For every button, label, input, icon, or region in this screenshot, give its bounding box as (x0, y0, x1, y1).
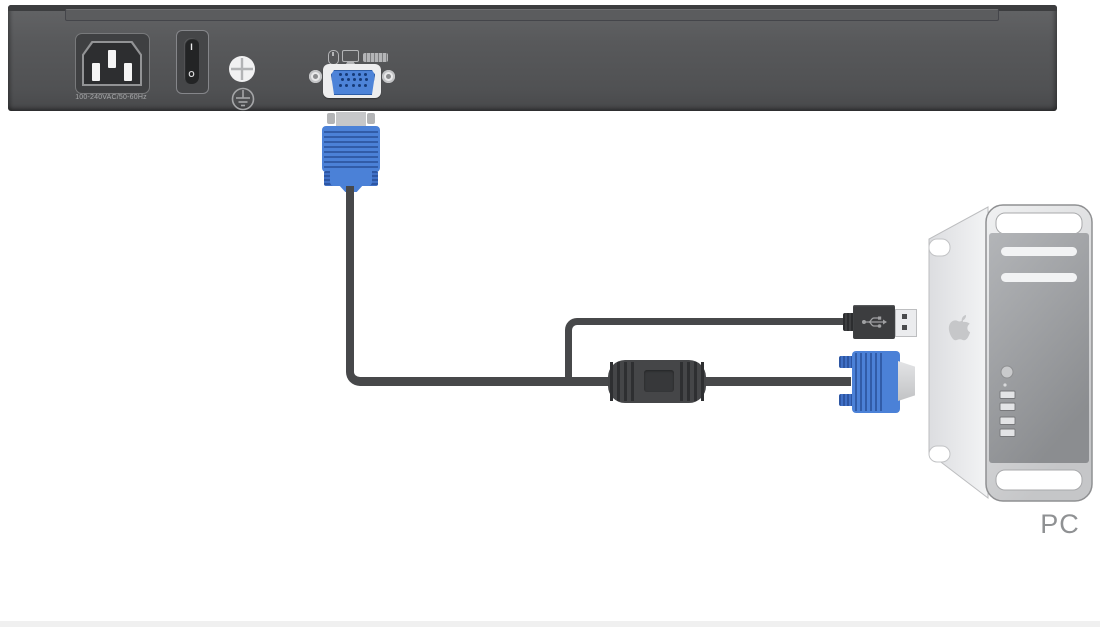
ferrite-ribs (610, 362, 634, 401)
ferrite-junction (608, 360, 706, 403)
usb-branch-cable (565, 318, 847, 380)
power-inlet-prong (108, 50, 116, 68)
apple-logo-icon (948, 315, 971, 341)
switch-on-mark: I (190, 42, 193, 52)
power-rating-label: 100-240VAC/50-60Hz (75, 94, 147, 101)
vga-port-face (331, 70, 375, 95)
vga-plug-dsub-tip (898, 361, 915, 401)
vga-thumbscrew (839, 356, 854, 368)
usb-contact-hole (902, 325, 907, 330)
ferrite-label-recess (644, 370, 674, 392)
keyboard-icon (363, 53, 388, 62)
switch-off-mark: O (188, 70, 195, 79)
tower-front-panel (989, 233, 1089, 463)
vga-connector-console[interactable] (322, 126, 380, 172)
bottom-divider (0, 621, 1100, 627)
mouse-icon (328, 50, 339, 65)
vga-connector-pc[interactable] (852, 351, 900, 413)
vga-plug-screw-post (367, 113, 375, 124)
monitor-icon (342, 50, 359, 62)
pc-tower (928, 204, 1093, 502)
usb-metal-tip (895, 309, 917, 337)
usb-strain-relief (843, 313, 855, 331)
usb-contact-hole (902, 314, 907, 319)
earth-ground-icon (231, 87, 255, 111)
power-inlet-prong (92, 63, 100, 81)
usb-trident-icon (862, 316, 887, 328)
power-led (1003, 383, 1007, 387)
vga-plug-shoulder (330, 170, 372, 186)
vga-thumbscrew (839, 394, 854, 406)
vga-port-nut-right (382, 70, 395, 83)
tower-foot-notch (928, 445, 951, 463)
tower-handle-notch (928, 238, 951, 257)
tower-foot-opening (995, 469, 1083, 491)
usb-a-connector[interactable] (853, 305, 895, 339)
ferrite-ribs (680, 362, 704, 401)
power-inlet-prong (124, 63, 132, 81)
grounding-screw-icon (229, 56, 255, 111)
tower-handle-opening (995, 212, 1083, 235)
vga-plug-shell (336, 112, 366, 128)
optical-drive-slot[interactable] (1001, 247, 1077, 256)
vga-plug-screw-post (327, 113, 335, 124)
pc-label: PC (1040, 509, 1080, 539)
panel-top-edge (8, 5, 1057, 11)
panel-recessed-lip (65, 9, 999, 21)
kvm-cable-main (346, 186, 851, 386)
front-ports[interactable] (999, 390, 1016, 437)
power-switch-rocker[interactable] (184, 38, 199, 84)
power-button[interactable] (1000, 365, 1014, 379)
optical-drive-slot[interactable] (1001, 273, 1077, 282)
vga-thumbscrew (367, 171, 378, 186)
vga-port-nut-left (309, 70, 322, 83)
vga-thumbscrew (324, 171, 335, 186)
